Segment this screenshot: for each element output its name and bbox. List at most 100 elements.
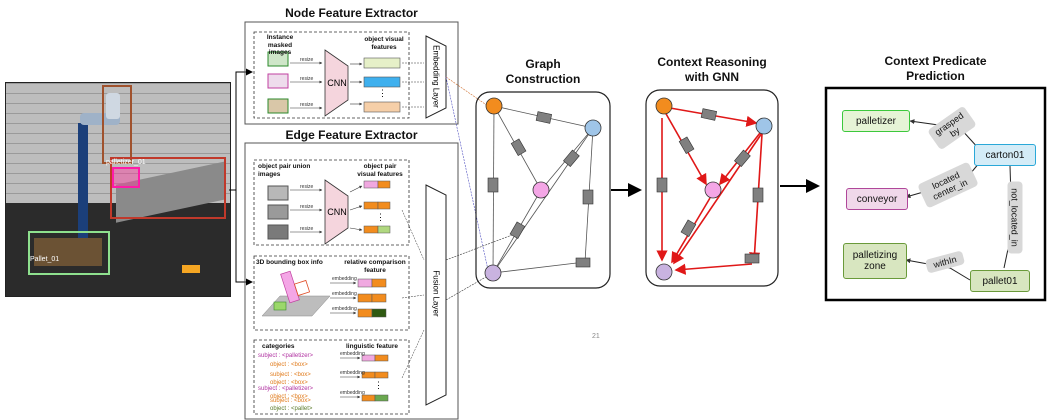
node-feature-1 [363,57,401,69]
ling-embedding-3: embedding [340,390,365,396]
node-dots: ⋮ [378,88,387,98]
palletizer-bbox [112,167,140,188]
edge-label-not-located-in: not_located_in [1007,181,1023,254]
linguistic-feature-bars [361,354,389,402]
graph-construction-panel [475,91,611,289]
pred-node-conveyor: conveyor [846,188,908,210]
ling-embedding-1: embedding [340,351,365,357]
fusion-layer-label: Fusion Layer [431,270,441,317]
node-extractor-inner [253,31,410,119]
gnn-node-pink [704,181,722,199]
embedding-layer-label: Embedding Layer [431,45,441,108]
edge-resize-3: resize [300,226,314,232]
gnn-node-orange [655,97,673,115]
gnn-panel [645,89,779,287]
prediction-panel [824,86,1047,302]
bbox-orange-box [293,279,311,297]
node-resize-2: resize [300,76,314,82]
bbox-embedding-1: embedding [332,276,357,282]
node-thumb-3 [267,98,289,114]
node-resize-1: resize [300,57,314,63]
graph-node-orange [485,97,503,115]
edge-thumb-3 [267,224,289,240]
graph-construction-title-2: Construction [505,72,581,86]
edge-thumb-1 [267,185,289,201]
node-features-label: object visual features [364,36,404,51]
pallet-body [34,238,102,266]
input-scene-photo: palletizer_01 Pallet_01 [5,82,231,297]
robot-bbox [102,85,132,164]
edge-extractor-box [244,142,459,420]
node-feature-2 [363,76,401,88]
prediction-title-1: Context Predicate [884,54,987,68]
cat-subject-1: subject : <palletizer> [258,353,314,359]
edge-resize-1: resize [300,184,314,190]
embedding-layer-block [425,35,447,119]
pallet-box-label: Pallet_01 [30,256,60,263]
fusion-layer-block [425,184,447,406]
bbox-green-box [273,301,287,311]
categories-label: categories [262,343,295,350]
relative-feature-bars [357,278,387,318]
edge-extractor-title: Edge Feature Extractor [285,128,418,142]
conveyor-bbox [110,157,226,219]
bbox-embedding-3: embedding [332,306,357,312]
pred-node-zone-line2: zone [864,261,886,272]
gnn-title-2: with GNN [685,70,739,84]
cat-object-4: object : <pallet> [270,406,313,412]
edge-union-label: object pair union images [258,163,311,178]
arrow-photo-node [229,68,253,191]
pallet-bbox [28,231,110,275]
edge-cnn-block [324,179,349,245]
gnn-edge-features [656,108,764,264]
node-cnn-label: CNN [327,78,347,88]
ling-dots: ⋮ [374,380,383,390]
node-extractor-title: Node Feature Extractor [285,6,418,20]
cat-object-3: object : <box> [270,394,308,400]
edge-thumb-2 [267,204,289,220]
edge-bbox-inner [253,255,410,331]
robot-joint [106,93,120,119]
cat-object-1: object : <box> [270,362,308,368]
gnn-node-blue [755,117,773,135]
graph-node-pink [532,181,550,199]
palletizer-box-label: palletizer_01 [106,159,146,166]
robot-base [78,123,88,243]
node-thumb-1 [267,51,289,67]
arrow-photo-edge [235,190,253,286]
cat-subject-2: subject : <box> [270,372,311,378]
gnn-title-1: Context Reasoning [657,55,767,69]
edge-linguistic-inner [253,339,410,415]
pred-node-zone: palletizing zone [843,243,907,279]
edge-union-inner [253,159,410,246]
node-extractor-box [244,21,459,125]
node-thumb-2 [267,73,289,89]
pred-node-palletizer: palletizer [842,110,910,132]
edge-resize-2: resize [300,204,314,210]
node-resize-3: resize [300,102,314,108]
graph-node-blue [584,119,602,137]
pred-node-zone-line1: palletizing [852,250,898,261]
gnn-node-purple [655,263,673,281]
edge-pair-features-label: object pair visual features [357,163,403,178]
pred-node-pallet: pallet01 [970,270,1030,292]
graph-construction-title-1: Graph [525,57,561,71]
bbox-info-label: 3D bounding box info [256,259,323,266]
pair-feature-bars [363,180,391,234]
cat-subject-4: subject : <box> [270,398,311,404]
bbox-embedding-2: embedding [332,291,357,297]
edge-dots: ⋮ [376,212,385,222]
node-cnn-block [324,49,349,117]
pred-node-carton: carton01 [974,144,1036,166]
linguistic-feature-label: linguistic feature [346,343,399,350]
node-inputs-label: Instance masked images [266,34,294,56]
relative-feature-label: relative comparison feature [344,259,406,274]
cat-object-2: object : <box> [270,380,308,386]
edge-cnn-label: CNN [327,207,347,217]
graph-node-purple [484,264,502,282]
prediction-title-2: Prediction [906,69,965,83]
floor-marker [182,265,200,273]
page-number: 21 [592,333,600,340]
cat-subject-3: subject : <palletizer> [258,386,314,392]
